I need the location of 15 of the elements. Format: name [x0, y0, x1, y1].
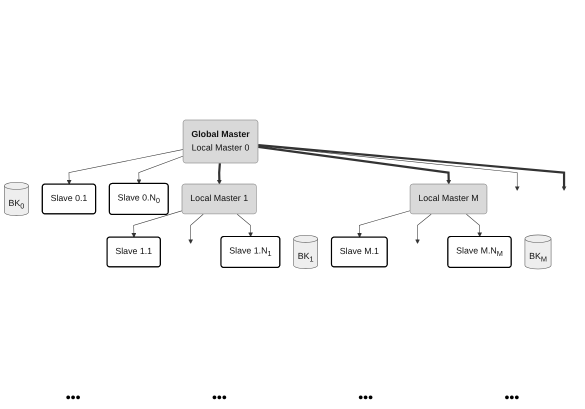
- arrow: [236, 214, 253, 237]
- arrow: [357, 210, 411, 238]
- ellipsis-text: •••: [358, 389, 373, 407]
- arrow: [415, 214, 432, 244]
- ellipsis-text: •••: [212, 389, 227, 407]
- arrow: [66, 149, 184, 185]
- arrow: [136, 156, 184, 184]
- thick-arrow: [258, 146, 452, 185]
- arrow: [131, 210, 183, 238]
- thick-arrow: [216, 163, 222, 185]
- thick-arrow: [258, 144, 566, 191]
- arrow: [188, 214, 204, 244]
- ellipsis-text: •••: [66, 389, 80, 407]
- ellipsis-text: •••: [504, 389, 520, 407]
- arrow: [466, 214, 482, 237]
